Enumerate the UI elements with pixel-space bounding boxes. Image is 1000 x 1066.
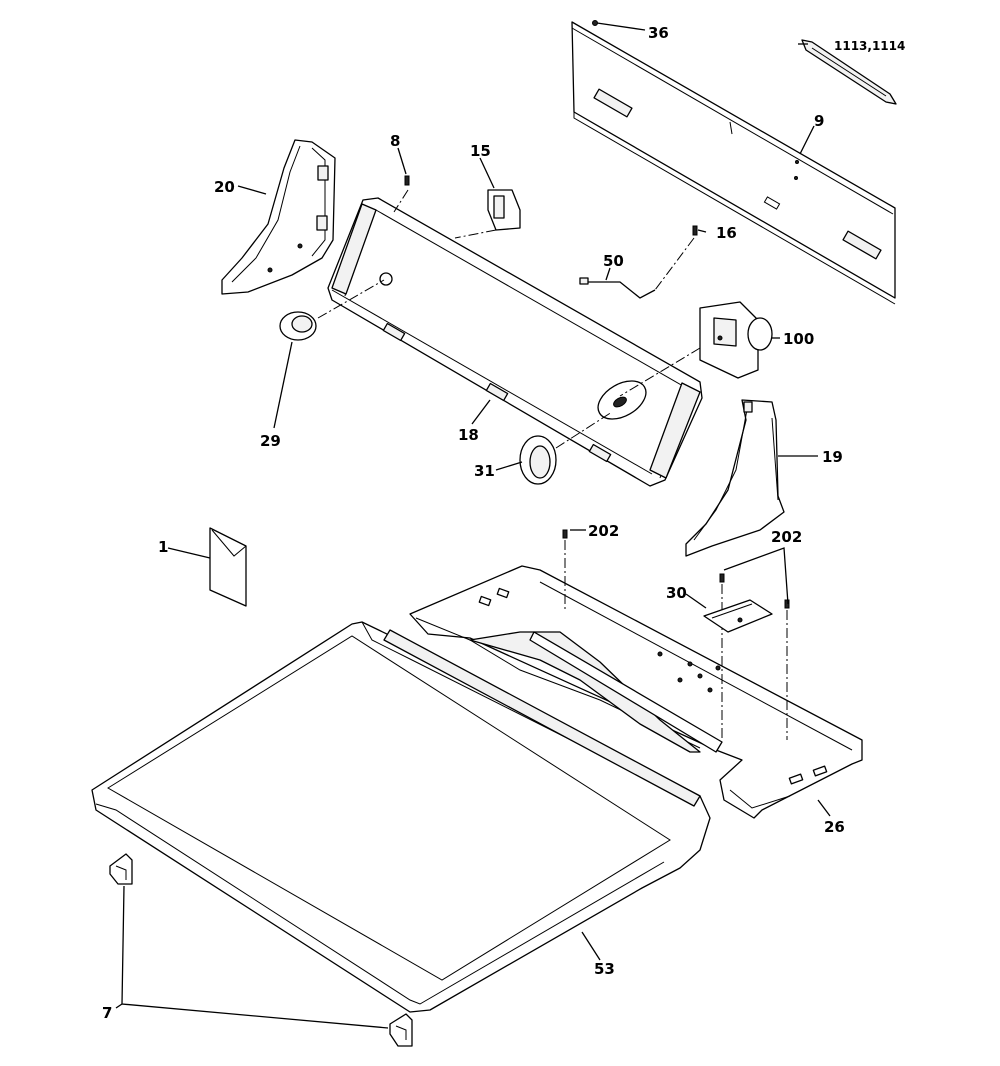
control-console — [327, 197, 703, 487]
callout-202-left: 202 — [588, 522, 619, 540]
callout-202-right: 202 — [771, 528, 802, 546]
leader-lines — [115, 43, 831, 1029]
harness-50 — [579, 277, 656, 299]
callout-8: 8 — [390, 132, 400, 150]
callout-100: 100 — [783, 330, 814, 348]
callout-50: 50 — [603, 252, 624, 270]
screw-36 — [592, 20, 646, 31]
wire-strip — [801, 39, 897, 105]
callout-1113-1114: 1113,1114 — [834, 39, 905, 53]
callout-36: 36 — [648, 24, 669, 42]
callout-1: 1 — [158, 538, 168, 556]
knob-29 — [279, 279, 385, 341]
callout-18: 18 — [458, 426, 479, 444]
booklet-1 — [209, 527, 247, 607]
callout-29: 29 — [260, 432, 281, 450]
base-panel-26 — [409, 565, 863, 819]
screw-16 — [654, 225, 698, 291]
left-end-cap-20 — [221, 139, 336, 295]
callout-30: 30 — [666, 584, 687, 602]
callout-31: 31 — [474, 462, 495, 480]
callout-26: 26 — [824, 818, 845, 836]
callout-16: 16 — [716, 224, 737, 242]
rear-panel — [571, 21, 896, 305]
main-top-53 — [91, 621, 711, 1013]
callout-15: 15 — [470, 142, 491, 160]
callout-7: 7 — [102, 1004, 112, 1022]
timer-100 — [619, 301, 773, 397]
right-end-cap-19 — [685, 399, 785, 557]
callout-labels: 36 1113,1114 9 8 15 20 16 50 100 29 18 3… — [102, 24, 905, 1022]
bracket-30 — [703, 599, 773, 633]
switch-15 — [454, 189, 521, 239]
clip-7-upper — [109, 853, 133, 885]
callout-53: 53 — [594, 960, 615, 978]
callout-19: 19 — [822, 448, 843, 466]
clip-7-lower — [389, 1013, 413, 1047]
screw-8 — [393, 175, 410, 213]
knob-31 — [519, 411, 613, 485]
callout-20: 20 — [214, 178, 235, 196]
callout-9: 9 — [814, 112, 824, 130]
